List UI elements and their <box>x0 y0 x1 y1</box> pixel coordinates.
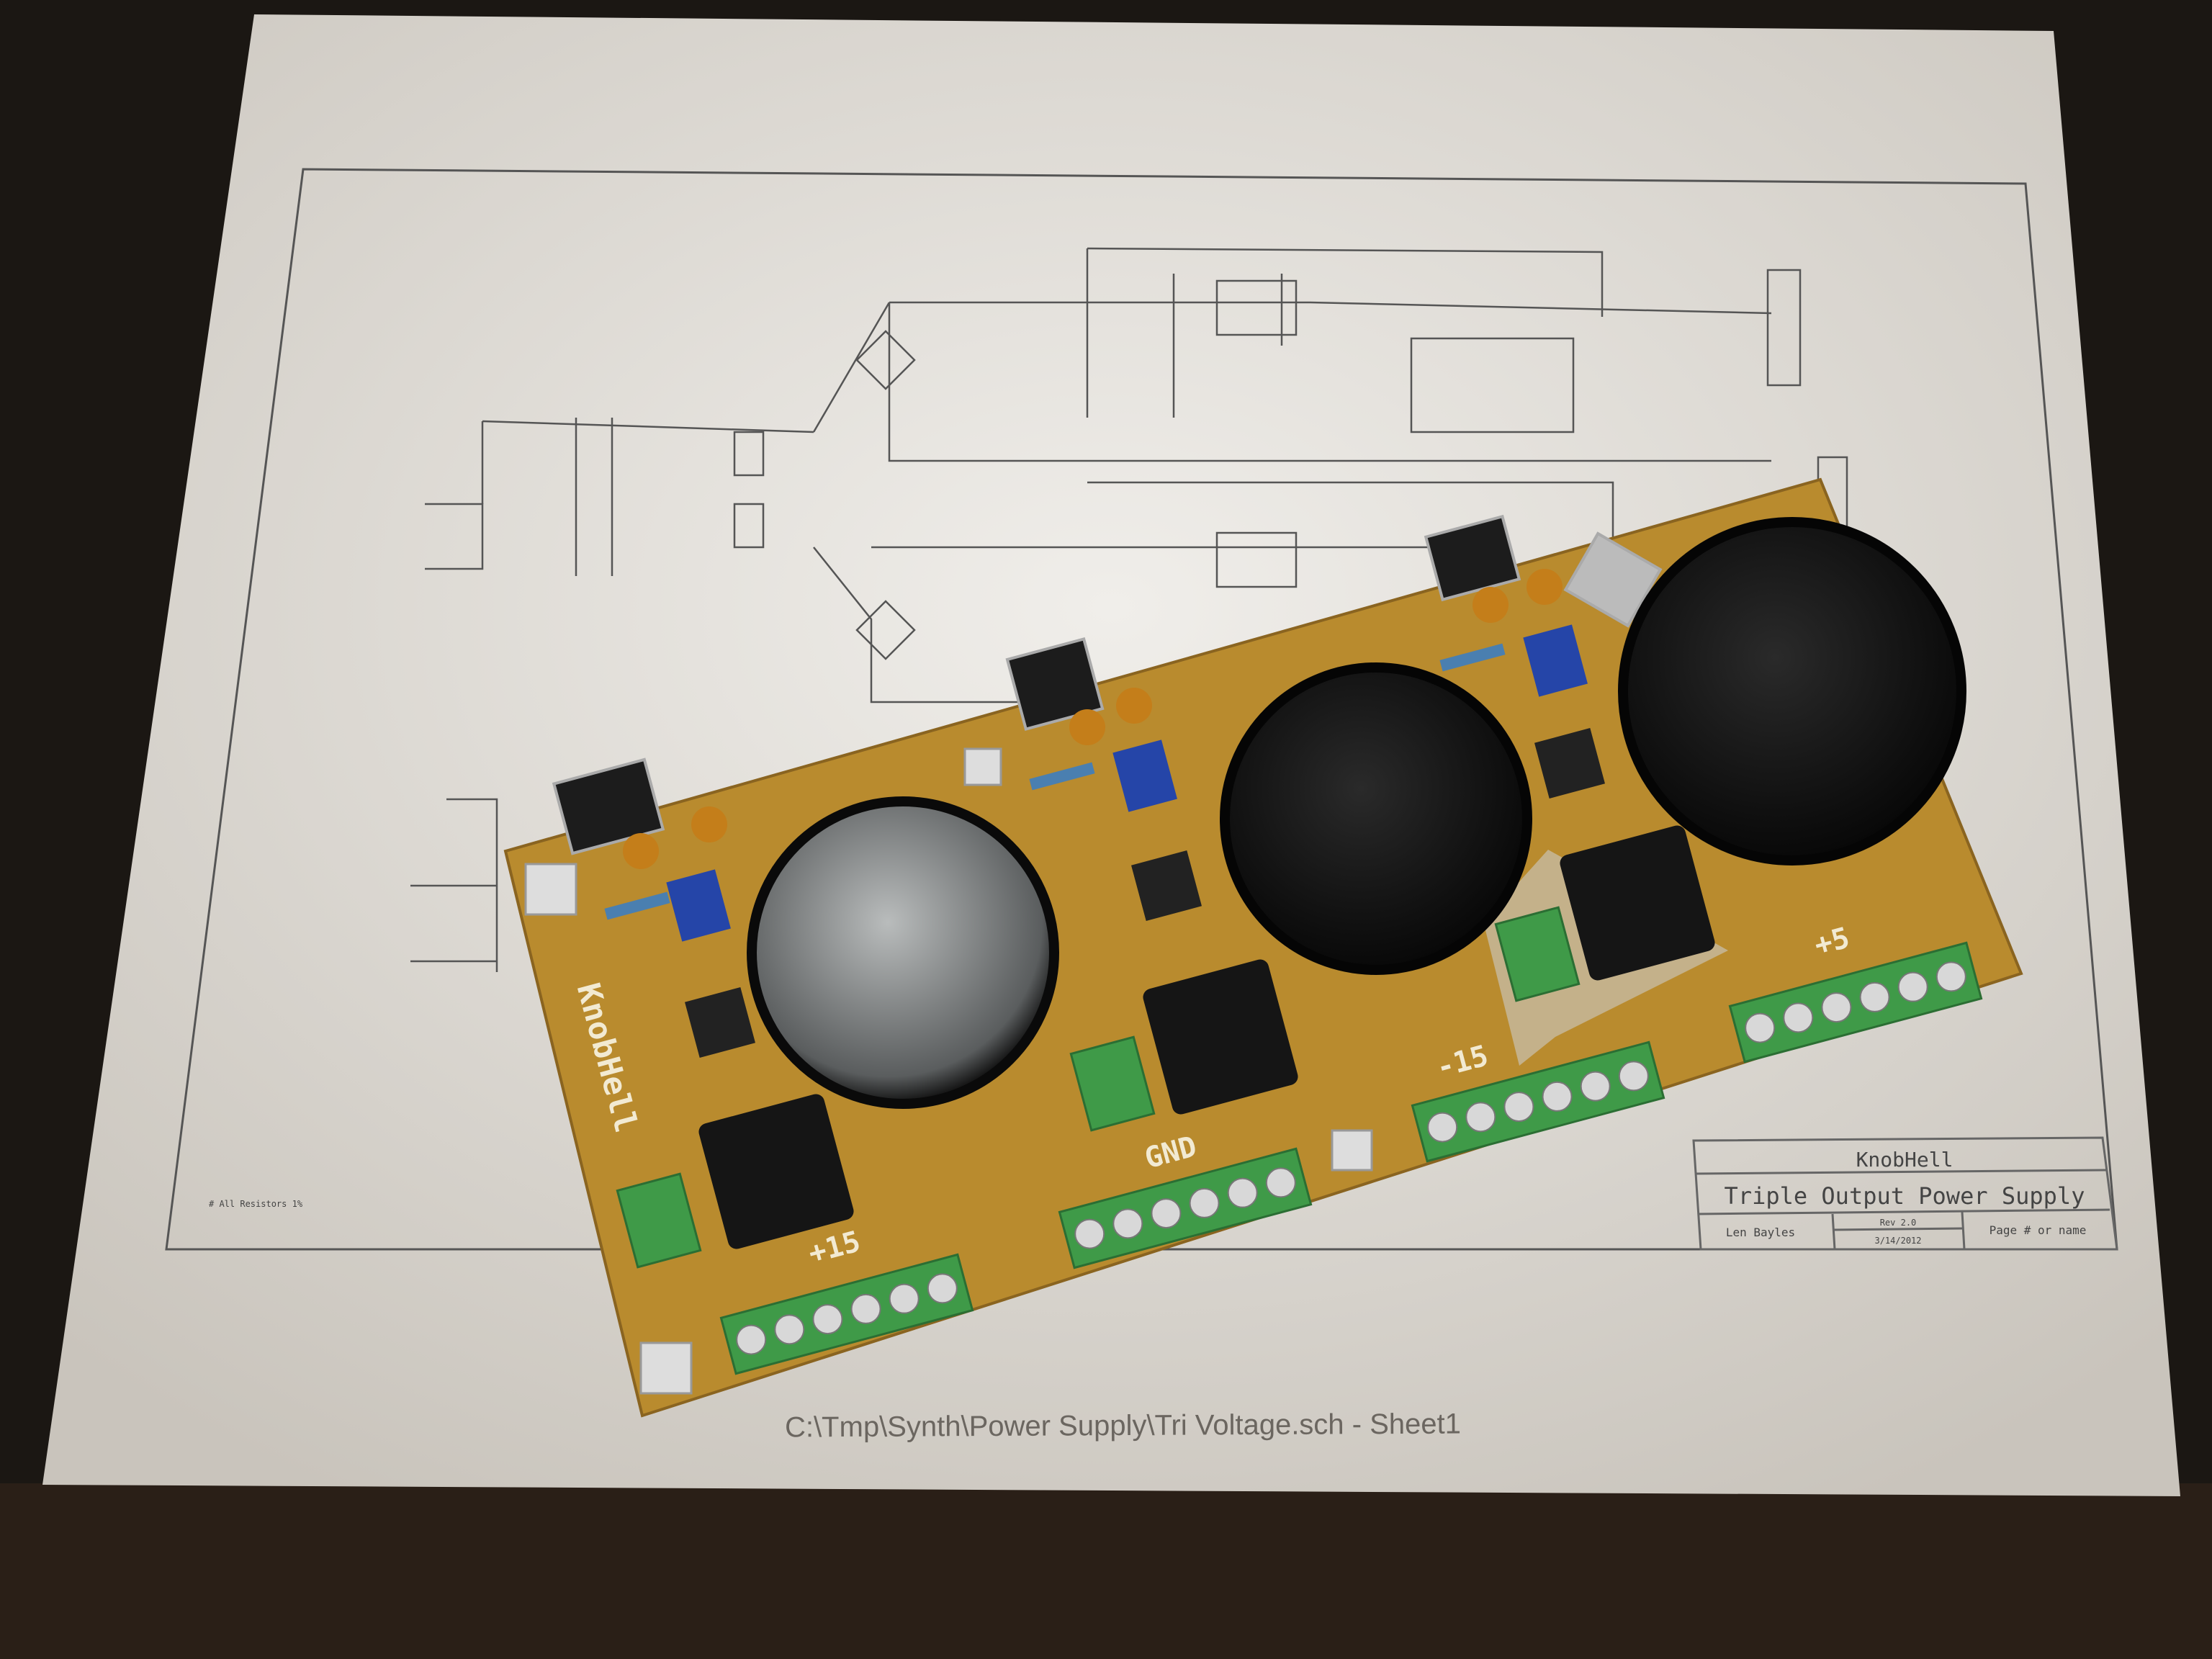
small-components <box>604 569 1605 1058</box>
terminal-screws <box>736 961 1966 1355</box>
terminal-screw <box>1859 981 1890 1012</box>
terminal-screw <box>1618 1061 1649 1092</box>
terminal-screw <box>1580 1071 1611 1102</box>
terminal-screw <box>1265 1167 1296 1198</box>
mounting-holes <box>524 747 1373 1395</box>
voltage-regulators <box>552 514 1663 855</box>
terminal-screw <box>1783 1002 1814 1033</box>
title-block <box>1692 1136 2118 1251</box>
terminal-screw <box>1189 1187 1220 1218</box>
terminal-screw <box>850 1293 881 1324</box>
bridge-rectifiers <box>698 825 1715 1249</box>
filter-capacitor-3 <box>1618 517 1966 866</box>
title-block-author: Len Bayles <box>1726 1226 1795 1239</box>
terminal-screw <box>1503 1092 1534 1123</box>
terminal-screw <box>1542 1081 1573 1112</box>
terminal-screw <box>1465 1102 1496 1133</box>
terminal-screw <box>812 1304 843 1335</box>
schematic-footer-path: C:\Tmp\Synth\Power Supply\Tri Voltage.sc… <box>784 1408 1462 1444</box>
terminal-screw <box>1227 1177 1258 1208</box>
terminal-screw <box>774 1314 805 1345</box>
schematic-wiring <box>410 247 1848 972</box>
terminal-screw <box>1745 1012 1776 1043</box>
schematic-note: # All Resistors 1% <box>209 1199 303 1209</box>
title-block-company: KnobHell <box>1856 1148 1954 1172</box>
title-block-date: 3/14/2012 <box>1874 1236 1921 1246</box>
terminal-screw <box>1112 1208 1143 1239</box>
title-block-title: Triple Output Power Supply <box>1725 1182 2085 1210</box>
terminal-blocks <box>616 906 1983 1375</box>
terminal-screw <box>1151 1198 1182 1229</box>
terminal-screw <box>1936 961 1966 992</box>
terminal-screw <box>1427 1112 1458 1143</box>
terminal-screw <box>1821 992 1852 1023</box>
terminal-screw <box>736 1324 767 1355</box>
filter-capacitor-1 <box>747 796 1059 1109</box>
terminal-screw <box>1074 1218 1105 1249</box>
terminal-screw <box>1897 971 1928 1002</box>
terminal-screw <box>889 1283 920 1314</box>
title-block-revision: Rev 2.0 <box>1880 1218 1917 1228</box>
title-block-page: Page # or name <box>1990 1223 2087 1237</box>
terminal-screw <box>927 1273 958 1304</box>
filter-capacitor-2 <box>1220 662 1532 975</box>
